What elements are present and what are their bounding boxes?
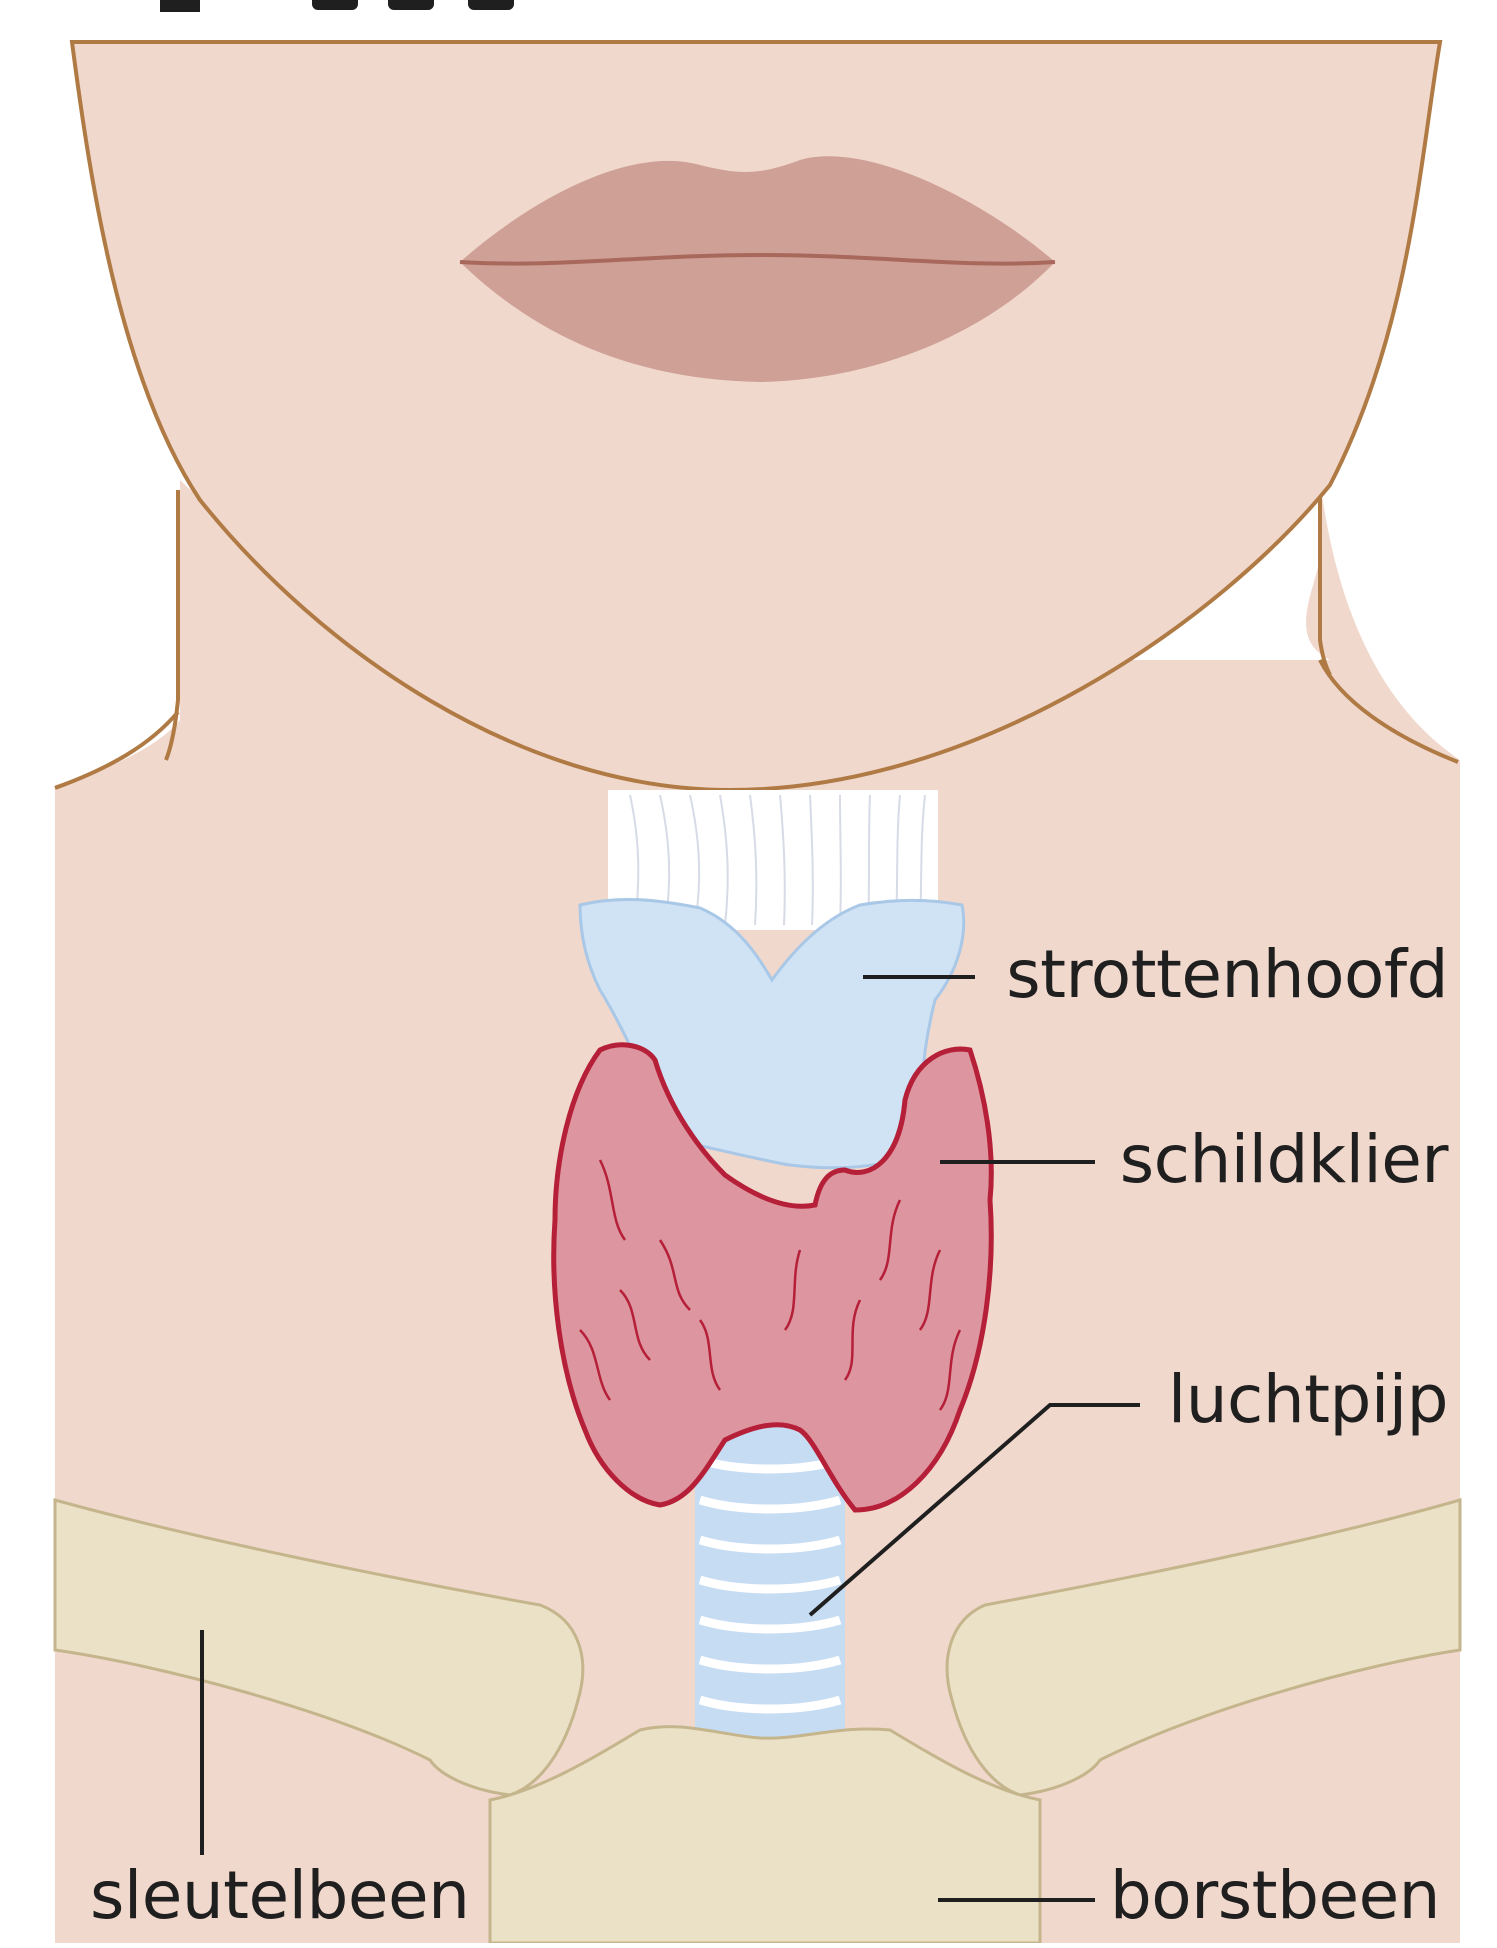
title-fragment xyxy=(160,0,514,12)
label-thyroid: schildklier xyxy=(1120,1121,1450,1198)
label-trachea: luchtpijp xyxy=(1168,1361,1448,1438)
label-sternum: borstbeen xyxy=(1110,1857,1440,1934)
label-larynx: strottenhoofd xyxy=(1006,936,1448,1013)
trachea xyxy=(695,1420,845,1740)
label-clavicle: sleutelbeen xyxy=(90,1857,469,1934)
